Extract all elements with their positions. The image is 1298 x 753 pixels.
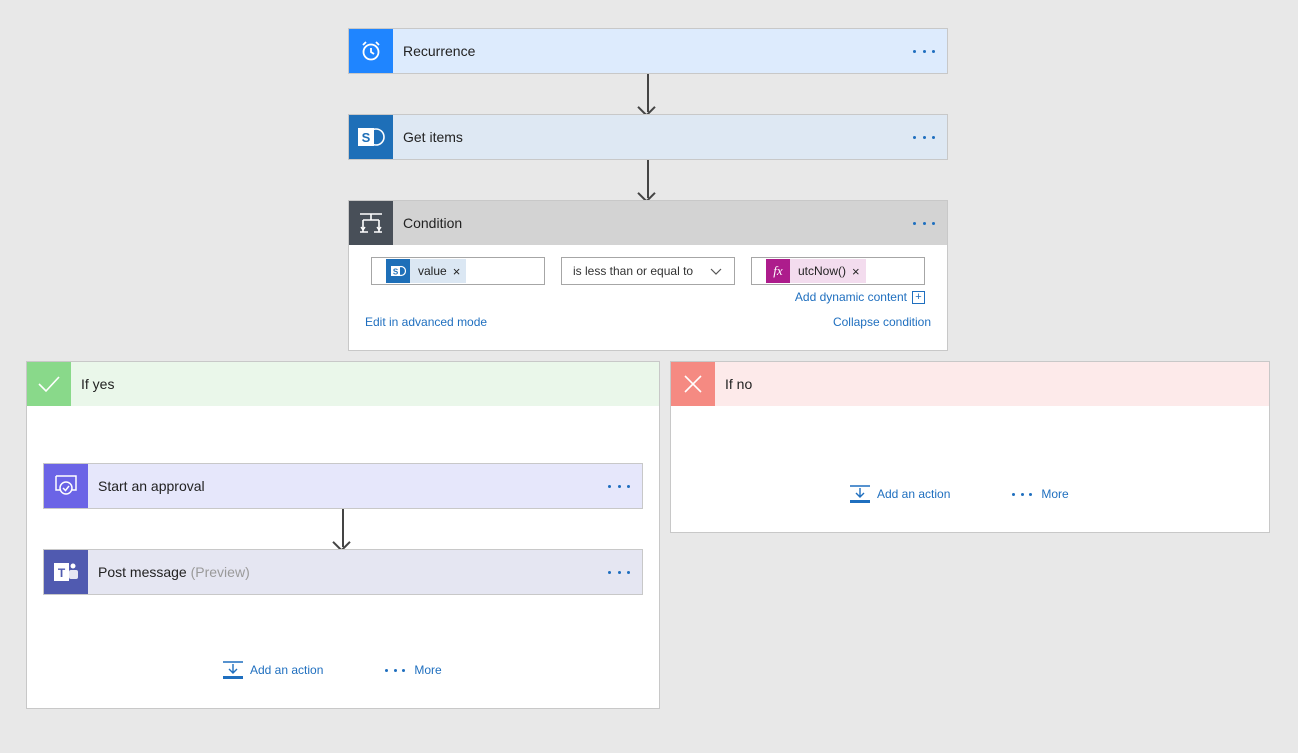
function-icon: fx bbox=[766, 259, 790, 283]
recurrence-step[interactable]: Recurrence bbox=[348, 28, 948, 74]
chevron-down-icon bbox=[710, 263, 722, 279]
operator-value: is less than or equal to bbox=[573, 264, 693, 278]
connector-arrow bbox=[647, 74, 649, 112]
post-message-title: Post message (Preview) bbox=[98, 564, 250, 580]
get-items-menu-button[interactable] bbox=[913, 129, 935, 145]
preview-label: (Preview) bbox=[191, 564, 250, 580]
connector-arrow bbox=[647, 160, 649, 198]
sharepoint-icon: S bbox=[349, 115, 393, 159]
close-icon bbox=[671, 362, 715, 406]
yes-more-button[interactable]: More bbox=[385, 663, 441, 677]
get-items-title: Get items bbox=[403, 129, 463, 145]
connector-arrow bbox=[342, 509, 344, 547]
start-approval-step[interactable]: Start an approval bbox=[43, 463, 643, 509]
yes-add-action-button[interactable]: Add an action bbox=[222, 660, 323, 680]
condition-icon bbox=[349, 201, 393, 245]
value-token-label: value bbox=[418, 264, 447, 278]
edit-advanced-mode-link[interactable]: Edit in advanced mode bbox=[365, 315, 487, 329]
alarm-clock-icon bbox=[349, 29, 393, 73]
no-more-button[interactable]: More bbox=[1012, 487, 1068, 501]
condition-title: Condition bbox=[403, 215, 462, 231]
no-add-action-button[interactable]: Add an action bbox=[849, 484, 950, 504]
recurrence-title: Recurrence bbox=[403, 43, 475, 59]
condition-menu-button[interactable] bbox=[913, 215, 935, 231]
svg-text:S: S bbox=[393, 268, 399, 277]
svg-text:T: T bbox=[58, 566, 66, 580]
ellipsis-icon bbox=[1012, 493, 1032, 496]
utcnow-token-label: utcNow() bbox=[798, 264, 846, 278]
operator-select[interactable]: is less than or equal to bbox=[561, 257, 735, 285]
collapse-condition-link[interactable]: Collapse condition bbox=[833, 315, 931, 329]
if-no-title: If no bbox=[725, 376, 752, 392]
if-yes-title: If yes bbox=[81, 376, 114, 392]
remove-token-button[interactable]: × bbox=[852, 264, 860, 279]
utcnow-token: fx utcNow() × bbox=[766, 259, 866, 283]
remove-token-button[interactable]: × bbox=[453, 264, 461, 279]
condition-left-operand[interactable]: S value × bbox=[371, 257, 545, 285]
if-no-branch: If no Add an action More bbox=[670, 361, 1270, 533]
get-items-step[interactable]: S Get items bbox=[348, 114, 948, 160]
start-approval-title: Start an approval bbox=[98, 478, 205, 494]
recurrence-menu-button[interactable] bbox=[913, 43, 935, 59]
if-yes-branch: If yes Start an approval bbox=[26, 361, 660, 709]
start-approval-menu-button[interactable] bbox=[608, 478, 630, 494]
approval-icon bbox=[44, 464, 88, 508]
post-message-menu-button[interactable] bbox=[608, 564, 630, 580]
add-dynamic-content-link[interactable]: Add dynamic content + bbox=[795, 290, 925, 304]
add-action-label: Add an action bbox=[250, 663, 323, 677]
more-label: More bbox=[1041, 487, 1068, 501]
condition-step: Condition S value × is less than or equa… bbox=[348, 200, 948, 351]
plus-box-icon: + bbox=[912, 291, 925, 304]
add-action-label: Add an action bbox=[877, 487, 950, 501]
checkmark-icon bbox=[27, 362, 71, 406]
value-token: S value × bbox=[386, 259, 466, 283]
teams-icon: T bbox=[44, 550, 88, 594]
more-label: More bbox=[414, 663, 441, 677]
add-action-icon bbox=[849, 484, 871, 504]
add-action-icon bbox=[222, 660, 244, 680]
sharepoint-icon: S bbox=[386, 259, 410, 283]
condition-right-operand[interactable]: fx utcNow() × bbox=[751, 257, 925, 285]
svg-text:S: S bbox=[362, 130, 371, 145]
post-message-step[interactable]: T Post message (Preview) bbox=[43, 549, 643, 595]
ellipsis-icon bbox=[385, 669, 405, 672]
